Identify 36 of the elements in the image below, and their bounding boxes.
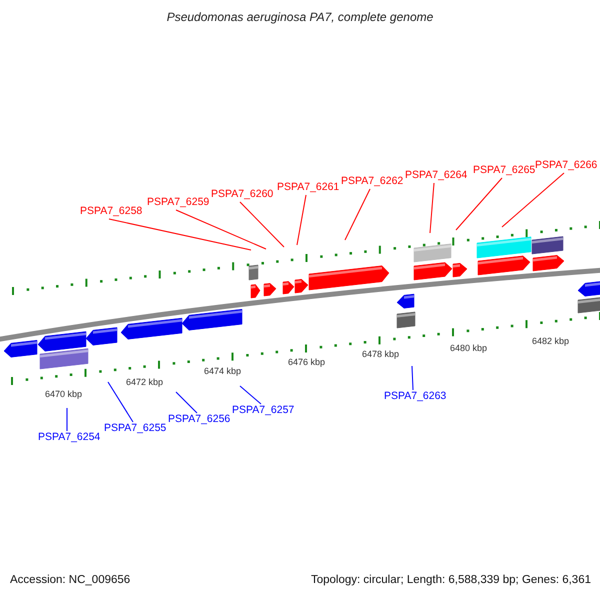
leader-line — [502, 172, 564, 228]
leader-line — [108, 382, 134, 422]
leader-line — [430, 182, 434, 234]
leader-line — [344, 188, 370, 240]
leader-line — [456, 178, 502, 230]
scale-label: 6474 kbp — [204, 366, 242, 376]
accession-text: Accession: NC_009656 — [10, 574, 130, 586]
gene-label: PSPA7_6264 — [405, 169, 468, 182]
gene-label: PSPA7_6262 — [341, 175, 404, 188]
gene-label: PSPA7_6266 — [535, 159, 598, 172]
leader-line — [66, 408, 68, 432]
leader-line — [108, 218, 252, 250]
leader-line — [176, 392, 198, 414]
genome-stats-text: Topology: circular; Length: 6,588,339 bp; Genes: 6,361 — [310, 574, 591, 586]
scale-label: 6480 kbp — [450, 343, 488, 353]
gene-label: PSPA7_6263 — [384, 390, 446, 403]
leader-line — [412, 366, 414, 390]
gene-label: PSPA7_6256 — [168, 413, 230, 426]
scale-label: 6482 kbp — [532, 336, 570, 346]
gene-label: PSPA7_6259 — [147, 196, 210, 209]
scale-label: 6472 kbp — [126, 377, 164, 387]
leader-line — [296, 194, 306, 246]
gene-label: PSPA7_6257 — [232, 404, 294, 417]
gene-label: PSPA7_6265 — [473, 164, 536, 177]
leader-line — [240, 202, 284, 248]
title: Pseudomonas aeruginosa PA7, complete genome — [166, 10, 434, 24]
gene-label: PSPA7_6261 — [277, 181, 340, 194]
scale-label: 6470 kbp — [45, 389, 82, 399]
scale-label: 6478 kbp — [362, 349, 400, 359]
gene-label: PSPA7_6254 — [38, 431, 100, 444]
gene-label: PSPA7_6258 — [80, 205, 142, 218]
gene-label: PSPA7_6260 — [211, 188, 274, 201]
leader-line — [240, 386, 262, 404]
leader-line — [176, 210, 266, 250]
scale-label: 6476 kbp — [288, 357, 326, 367]
gene-label: PSPA7_6255 — [104, 422, 166, 435]
